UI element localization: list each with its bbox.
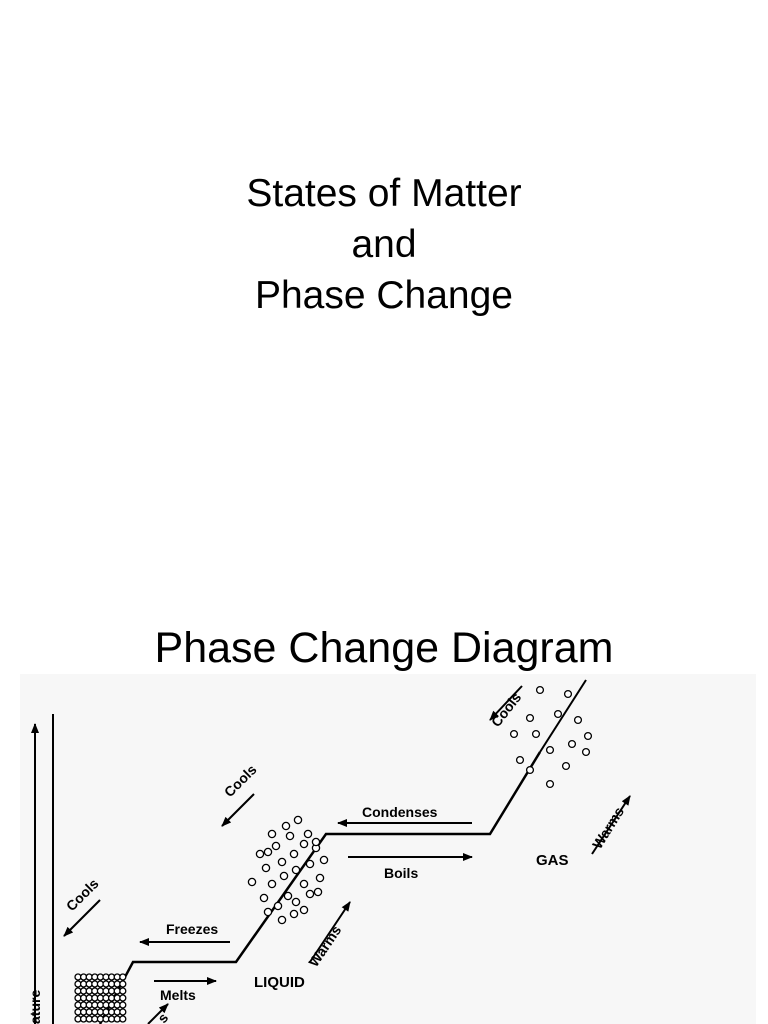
particle xyxy=(509,729,519,739)
svg-text:s: s xyxy=(154,1010,171,1024)
particle xyxy=(303,829,313,839)
slide-1: States of Matter and Phase Change xyxy=(0,168,768,321)
cools-arrow-liquid: Cools xyxy=(221,761,260,827)
particle xyxy=(273,901,283,911)
particle xyxy=(289,849,299,859)
slide-1-title: States of Matter and Phase Change xyxy=(0,168,768,321)
particle xyxy=(299,839,309,849)
phase-change-diagram: ature Cools Freezes xyxy=(20,674,756,1024)
particle xyxy=(119,994,127,1002)
gas-label: GAS xyxy=(536,852,569,869)
particle xyxy=(283,891,293,901)
title-line-2: and xyxy=(351,223,417,266)
particle xyxy=(315,873,325,883)
particle xyxy=(277,857,287,867)
particle xyxy=(291,897,301,907)
solid-particles xyxy=(74,973,127,1023)
particle xyxy=(545,745,555,755)
particle xyxy=(305,859,315,869)
particle xyxy=(263,847,273,857)
warms-arrow-solid-partial: s xyxy=(147,1003,171,1024)
particle xyxy=(267,879,277,889)
particle xyxy=(311,837,321,847)
particle xyxy=(119,973,127,981)
particle xyxy=(119,987,127,995)
boils-arrow: Boils xyxy=(348,853,473,881)
particle xyxy=(119,1001,127,1009)
particle xyxy=(259,893,269,903)
cools-arrow-gas: Cools xyxy=(488,685,525,730)
particle xyxy=(563,689,573,699)
particle xyxy=(279,871,289,881)
particle xyxy=(267,829,277,839)
particle xyxy=(293,815,303,825)
particle xyxy=(119,1008,127,1016)
svg-text:Cools: Cools xyxy=(63,875,102,914)
svg-text:Warms: Warms xyxy=(305,922,344,969)
particle xyxy=(531,729,541,739)
particle xyxy=(313,887,323,897)
title-line-3: Phase Change xyxy=(254,274,514,317)
particle xyxy=(299,879,309,889)
particle xyxy=(545,779,555,789)
particle xyxy=(289,909,299,919)
particle xyxy=(291,865,301,875)
particle xyxy=(119,980,127,988)
melts-arrow: Melts xyxy=(154,977,217,1003)
particle xyxy=(525,713,535,723)
particle xyxy=(299,905,309,915)
temperature-axis: ature xyxy=(27,714,54,1024)
slide-2: Phase Change Diagram ature xyxy=(0,512,768,1024)
particle xyxy=(581,747,591,757)
phase-line xyxy=(98,751,542,1024)
gas-particles xyxy=(509,685,593,789)
particle xyxy=(583,731,593,741)
warms-arrow-liquid: Warms xyxy=(305,901,351,970)
particle xyxy=(515,755,525,765)
svg-text:Cools: Cools xyxy=(488,689,525,730)
particle xyxy=(305,889,315,899)
condenses-arrow: Condenses xyxy=(337,804,472,827)
particle xyxy=(553,709,563,719)
particle xyxy=(561,761,571,771)
svg-text:Condenses: Condenses xyxy=(362,804,438,820)
particle xyxy=(271,841,281,851)
svg-text:Boils: Boils xyxy=(384,865,418,881)
particle xyxy=(263,907,273,917)
freezes-arrow: Freezes xyxy=(139,921,230,946)
particle xyxy=(261,863,271,873)
liquid-label: LIQUID xyxy=(254,974,305,991)
svg-text:Freezes: Freezes xyxy=(166,921,218,937)
axis-label: ature xyxy=(27,990,43,1024)
particle xyxy=(319,855,329,865)
particle xyxy=(281,821,291,831)
svg-text:Melts: Melts xyxy=(160,987,196,1003)
liquid-particles xyxy=(247,815,329,925)
particle xyxy=(247,877,257,887)
slide-2-title: Phase Change Diagram xyxy=(154,624,614,672)
svg-text:Warms: Warms xyxy=(589,804,627,852)
particle xyxy=(535,685,545,695)
particle xyxy=(567,739,577,749)
particle xyxy=(119,1015,127,1023)
cools-arrow-solid: Cools xyxy=(63,875,102,937)
particle xyxy=(277,915,287,925)
title-line-1: States of Matter xyxy=(246,172,522,215)
particle xyxy=(285,831,295,841)
particle xyxy=(573,715,583,725)
particle xyxy=(525,765,535,775)
particle xyxy=(255,849,265,859)
warms-arrow-gas: Warms xyxy=(589,795,631,855)
